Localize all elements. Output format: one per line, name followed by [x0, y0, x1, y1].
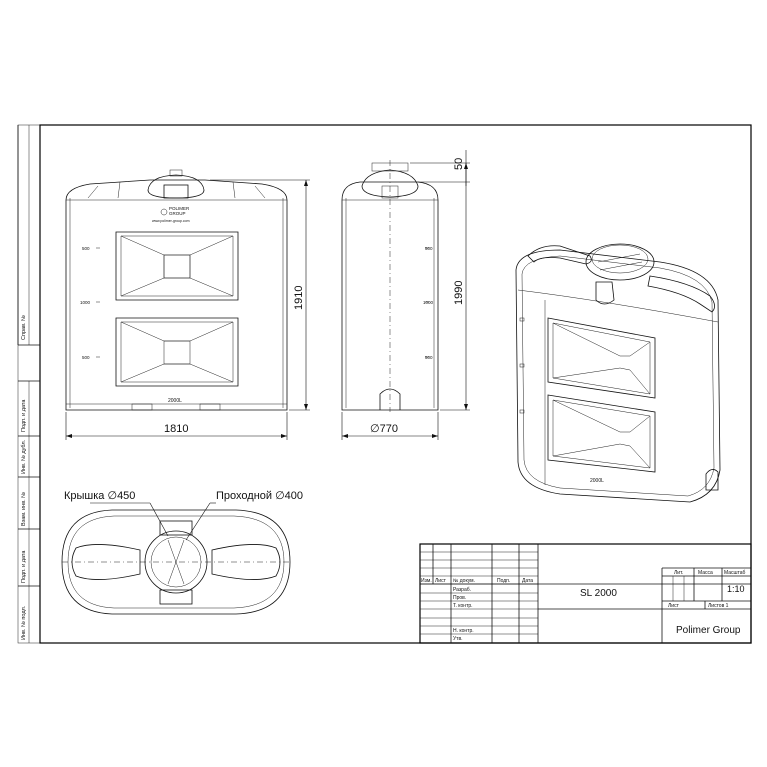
- side-view-neck: [361, 169, 419, 198]
- side-diameter-value: ∅770: [370, 423, 398, 435]
- stamp-label-inv-podl: Инв. № подл.: [21, 605, 27, 640]
- front-volume-label: 2000L: [168, 398, 182, 404]
- tb-lit-label: Лит.: [674, 570, 683, 576]
- side-top-value: 50: [453, 158, 465, 170]
- title-block: Изм. Лист № докум. Подп. Дата Разраб. Пр…: [419, 543, 752, 644]
- iso-outlet: [705, 469, 719, 491]
- front-view-neck: [147, 174, 205, 199]
- sheet-frame: [17, 124, 752, 644]
- tb-sheets-label: Листов 1: [708, 603, 729, 609]
- tb-col-data: Дата: [522, 578, 533, 584]
- top-lid-inner: [150, 536, 202, 588]
- stamp-label-vzam-inv: Взам. инв. №: [21, 492, 27, 526]
- front-height-dimension: 1910: [210, 179, 310, 411]
- logo-icon: [160, 208, 168, 216]
- iso-lower-panel: [547, 394, 656, 473]
- tb-role-tkontr: Т. контр.: [453, 603, 473, 609]
- isometric-view: 2000L: [515, 243, 721, 503]
- side-level-mark-3: 500: [425, 355, 433, 360]
- top-handle-right: [211, 544, 281, 580]
- front-level-mark-1: 500: [82, 246, 90, 251]
- top-passage-label: Проходной ∅400: [216, 490, 303, 502]
- front-width-value: 1810: [164, 423, 188, 435]
- side-level-mark-2: 1000: [423, 300, 434, 305]
- iso-lid: [585, 243, 655, 281]
- top-lid-outer: [144, 530, 208, 594]
- iso-body: [515, 249, 721, 503]
- front-level-mark-3: 500: [82, 355, 90, 360]
- top-lid-label: Крышка ∅450: [64, 490, 135, 502]
- side-height-dimension: 1990: [410, 162, 470, 411]
- tb-role-razrab: Разраб.: [453, 587, 471, 593]
- front-view: POLIMER GROUP www.polimer-group.com 500 …: [65, 169, 310, 440]
- side-outlet: [379, 388, 401, 410]
- iso-top-handle-right: [647, 275, 715, 313]
- top-handle-left: [71, 544, 141, 580]
- tb-col-izm: Изм.: [421, 578, 432, 584]
- tb-col-podp: Подп.: [497, 578, 510, 584]
- side-stamp: Справ. № Подп. и дата Инв. № дубл. Взам.…: [21, 315, 27, 640]
- tb-col-list: Лист: [435, 578, 447, 584]
- tb-role-prov: Пров.: [453, 595, 466, 601]
- stamp-label-podp-data-2: Подп. и дата: [21, 550, 27, 583]
- side-height-value: 1990: [453, 281, 465, 305]
- front-width-dimension: 1810: [65, 412, 288, 440]
- front-height-value: 1910: [293, 286, 305, 310]
- side-top-dimension: 50: [418, 150, 470, 186]
- top-view-outline: [61, 509, 291, 615]
- iso-volume-label: 2000L: [590, 478, 604, 484]
- tb-role-nkontr: Н. контр.: [453, 628, 474, 634]
- tb-mass-label: Масса: [698, 570, 713, 576]
- side-diameter-dimension: ∅770: [341, 412, 439, 440]
- iso-top-handle-left: [527, 245, 592, 265]
- top-view: Крышка ∅450 Проходной ∅400: [61, 490, 303, 615]
- iso-upper-panel: [547, 317, 656, 399]
- front-upper-panel: [115, 231, 239, 301]
- tb-col-doc: № докум.: [453, 578, 475, 584]
- front-lower-panel: [115, 317, 239, 387]
- tb-role-utv: Утв.: [453, 636, 463, 642]
- stamp-label-podp-data-1: Подп. и дата: [21, 399, 27, 432]
- front-level-mark-2: 1000: [80, 300, 91, 305]
- tb-sheet-label: Лист: [668, 603, 680, 609]
- tb-scale-value: 1:10: [727, 584, 745, 594]
- front-logo-line2: GROUP: [169, 211, 186, 216]
- front-logo-url: www.polimer-group.com: [152, 219, 190, 223]
- tb-designation: SL 2000: [580, 588, 617, 599]
- side-view: 500 1000 500 ∅770 1990 50: [341, 150, 470, 440]
- stamp-label-inv-dubl: Инв. № дубл.: [21, 439, 27, 474]
- front-logo-line1: POLIMER: [169, 206, 190, 211]
- stamp-label-sprav: Справ. №: [21, 315, 27, 340]
- side-level-mark-1: 500: [425, 246, 433, 251]
- tb-scale-label: Масштаб: [724, 570, 746, 576]
- front-view-body: [65, 179, 288, 411]
- tb-company: Polimer Group: [676, 625, 741, 636]
- iso-neck-tab: [595, 281, 615, 305]
